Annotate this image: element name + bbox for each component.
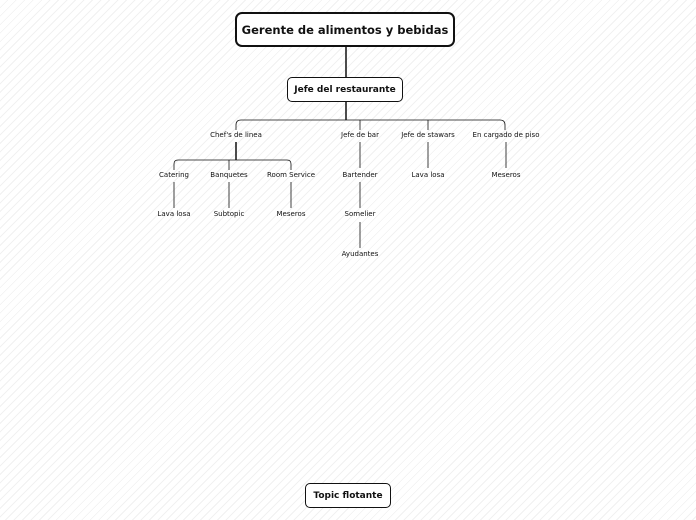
connector-level2-bus xyxy=(173,159,292,170)
topic-piso-meseros[interactable]: Meseros xyxy=(491,171,521,179)
topic-chefs-de-linea[interactable]: Chef's de linea xyxy=(210,131,262,139)
topic-room-meseros[interactable]: Meseros xyxy=(276,210,306,218)
topic-jefe-de-bar[interactable]: Jefe de bar xyxy=(341,131,379,139)
topic-subtopic[interactable]: Subtopic xyxy=(213,210,245,218)
topic-en-cargado-de-piso[interactable]: En cargado de piso xyxy=(472,131,540,139)
topic-stawars-lava-losa[interactable]: Lava losa xyxy=(411,171,445,179)
root-topic-label: Gerente de alimentos y bebidas xyxy=(241,22,449,37)
main-topic-label: Jefe del restaurante xyxy=(294,84,396,95)
topic-room-service[interactable]: Room Service xyxy=(266,171,316,179)
floating-topic-label: Topic flotante xyxy=(313,490,383,501)
main-topic[interactable]: Jefe del restaurante xyxy=(287,77,403,102)
connector-level1-bus xyxy=(235,119,506,130)
topic-jefe-de-stawars[interactable]: Jefe de stawars xyxy=(401,131,455,139)
topic-ayudantes[interactable]: Ayudantes xyxy=(341,250,379,258)
floating-topic[interactable]: Topic flotante xyxy=(305,483,391,508)
topic-catering-lava-losa[interactable]: Lava losa xyxy=(157,210,191,218)
topic-catering[interactable]: Catering xyxy=(159,171,189,179)
root-topic[interactable]: Gerente de alimentos y bebidas xyxy=(235,12,455,47)
topic-bartender[interactable]: Bartender xyxy=(342,171,378,179)
topic-banquetes[interactable]: Banquetes xyxy=(210,171,248,179)
topic-somelier[interactable]: Somelier xyxy=(344,210,376,218)
